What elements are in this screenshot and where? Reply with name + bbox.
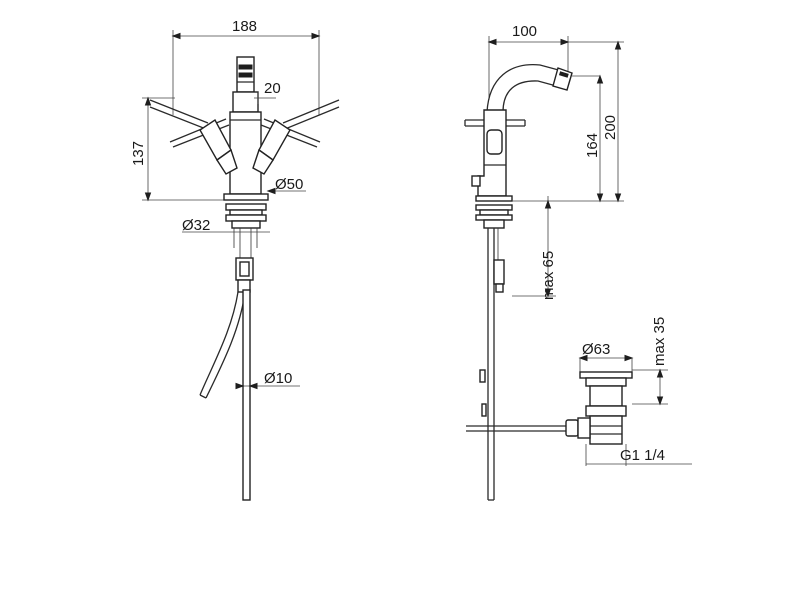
front-view: 188 20 (130, 18, 340, 501)
mixer-base (223, 193, 269, 201)
depth-dimension: max 35 (632, 317, 668, 406)
flange-diameter-dimension: Ø63 (578, 341, 634, 372)
shank-diameter-dimension: Ø32 (182, 217, 270, 234)
spout-dimension: 20 (254, 80, 281, 104)
hose-diameter-dimension: Ø10 (235, 370, 300, 390)
deck-thickness-label: max 65 (540, 251, 557, 300)
width-label: 188 (232, 18, 257, 35)
height-dimension: 137 (130, 96, 232, 202)
width-dimension: 188 (171, 18, 321, 115)
mixer-body (229, 111, 262, 195)
fixing-nut (225, 203, 267, 258)
waste-body (577, 371, 633, 445)
spout-label: 20 (264, 80, 281, 97)
flexible-hose-straight (242, 289, 251, 501)
height-label: 137 (130, 141, 147, 166)
base-diameter-dimension: Ø50 (266, 176, 306, 195)
base-diameter-label: Ø50 (275, 176, 303, 193)
side-view: 100 (464, 23, 624, 501)
deck-thickness-dimension: max 65 (512, 196, 557, 300)
spout-height-label: 164 (584, 133, 601, 158)
thread-label: G1 1/4 (620, 447, 665, 464)
projection-dimension: 100 (487, 23, 570, 100)
hose-connector (235, 257, 254, 293)
projection-label: 100 (512, 23, 537, 40)
height-dimensions: 164 200 (512, 40, 624, 203)
pop-up-knob (471, 175, 481, 187)
spout-outlet (232, 56, 259, 113)
hose-diameter-label: Ø10 (264, 370, 292, 387)
right-handle (252, 99, 340, 175)
depth-label: max 35 (651, 317, 668, 366)
flexible-hose-left (199, 291, 239, 396)
waste-detail: Ø63 max 35 G1 1/4 (577, 317, 692, 466)
shank-diameter-label: Ø32 (182, 217, 210, 234)
thread-dimension: G1 1/4 (585, 444, 692, 466)
curved-spout (486, 64, 573, 113)
side-fixing-nut (475, 204, 513, 501)
total-height-label: 200 (602, 115, 619, 140)
flange-diameter-label: Ø63 (582, 341, 610, 358)
left-handle (149, 99, 238, 175)
